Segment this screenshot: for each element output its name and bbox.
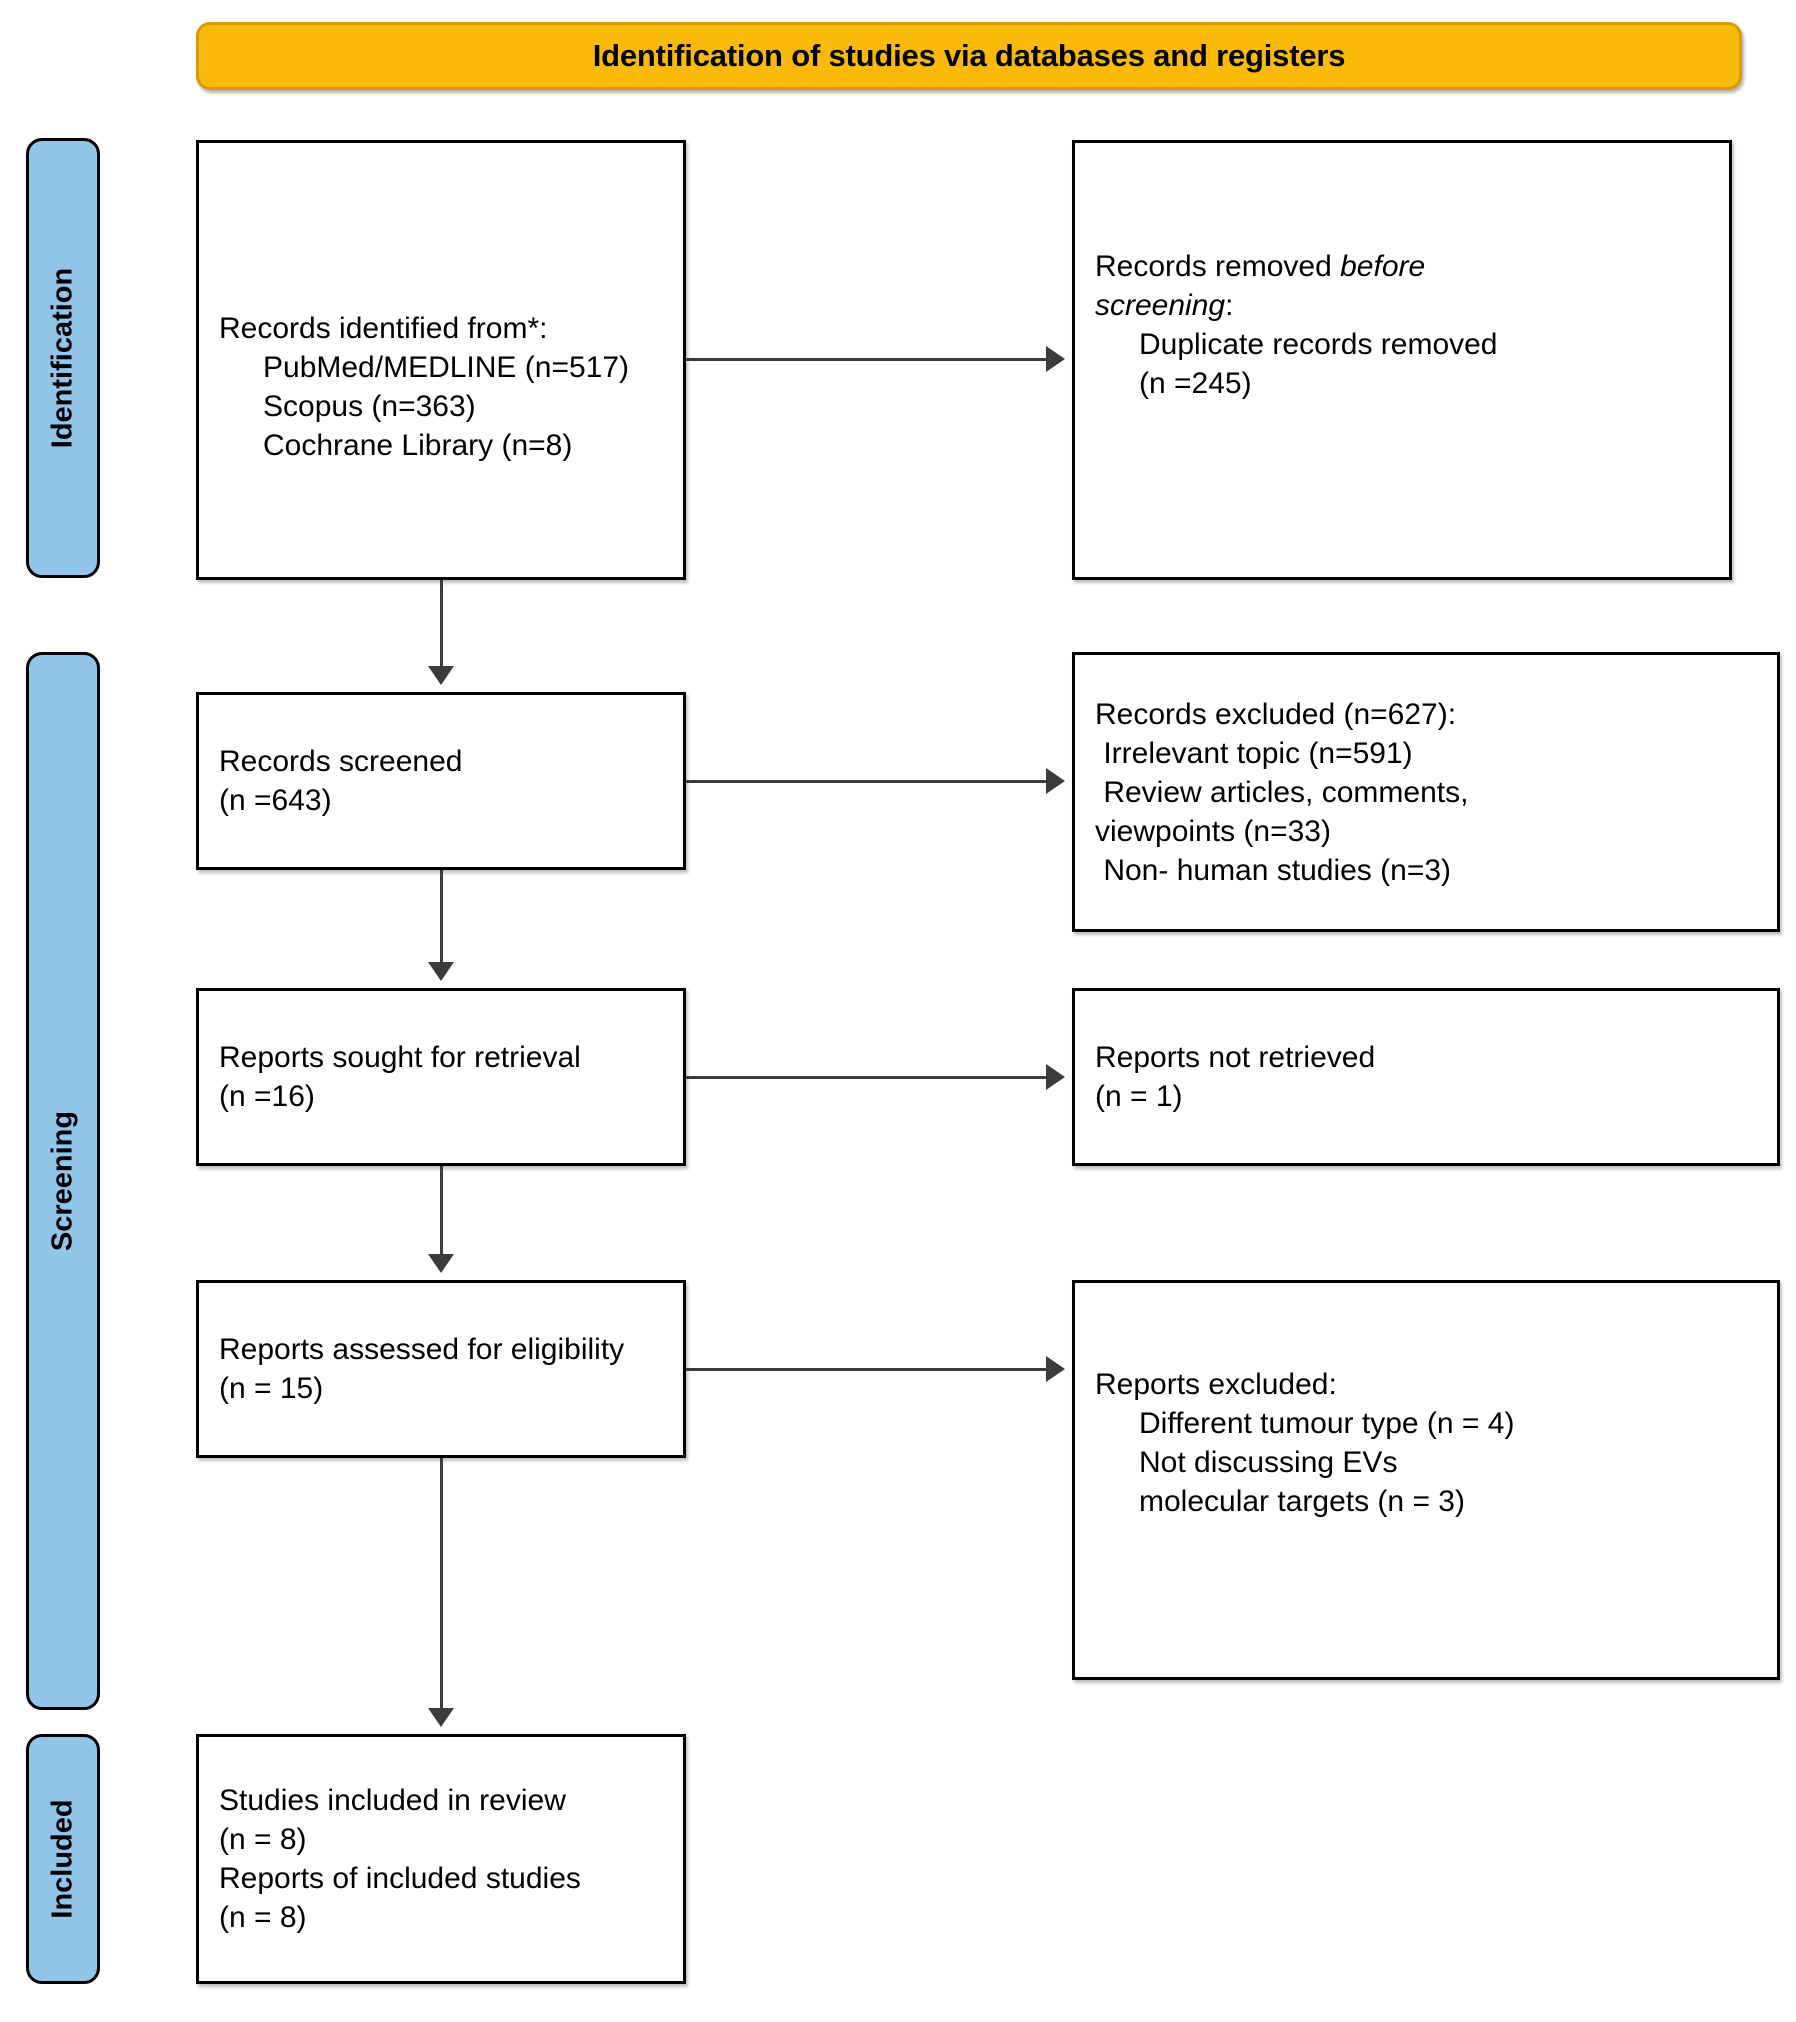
reports-not-retrieved-line-2: (n = 1)	[1095, 1080, 1183, 1113]
stage-label-screening-text: Screening	[46, 1110, 79, 1252]
records-screened-line-2: (n =643)	[219, 784, 332, 817]
records-removed-line-1: Records removed before	[1095, 247, 1709, 286]
stage-label-included: Included	[26, 1734, 100, 1984]
box-reports-sought-for-retrieval: Reports sought for retrieval (n =16)	[196, 988, 686, 1166]
stage-label-screening: Screening	[26, 652, 100, 1710]
records-removed-line-2: screening:	[1095, 286, 1709, 325]
reports-not-retrieved-line-1: Reports not retrieved	[1095, 1041, 1376, 1074]
stage-label-identification: Identification	[26, 138, 100, 578]
records-identified-line-3: Scopus (n=363)	[263, 390, 476, 423]
arrowhead-right-to-reports-excluded	[1046, 1356, 1065, 1382]
arrowhead-down-to-screened	[428, 666, 454, 685]
records-identified-line-1: Records identified from*:	[219, 312, 548, 345]
records-identified-line-4: Cochrane Library (n=8)	[263, 429, 573, 462]
box-records-screened: Records screened (n =643)	[196, 692, 686, 870]
box-reports-not-retrieved: Reports not retrieved (n = 1)	[1072, 988, 1780, 1166]
reports-excluded-line-2: Different tumour type (n = 4)	[1139, 1407, 1515, 1440]
arrowhead-right-to-records-excluded	[1046, 768, 1065, 794]
records-excluded-line-1: Records excluded (n=627):	[1095, 697, 1457, 731]
reports-sought-line-1: Reports sought for retrieval	[219, 1041, 581, 1074]
connector-assessed-to-included	[440, 1458, 443, 1712]
studies-included-line-2: (n = 8)	[219, 1823, 307, 1856]
connector-screened-to-records-excluded	[686, 780, 1052, 783]
records-removed-line-4: (n =245)	[1139, 367, 1252, 400]
box-records-identified: Records identified from*: PubMed/MEDLINE…	[196, 140, 686, 580]
diagram-title: Identification of studies via databases …	[592, 37, 1346, 73]
box-records-removed-before-screening: Records removed before screening: Duplic…	[1072, 140, 1732, 580]
records-removed-line-2-post: :	[1225, 289, 1234, 322]
connector-sought-to-assessed	[440, 1166, 443, 1258]
reports-assessed-line-1: Reports assessed for eligibility	[219, 1333, 625, 1366]
records-excluded-line-4: viewpoints (n=33)	[1095, 814, 1331, 848]
connector-screened-to-sought	[440, 870, 443, 966]
connector-sought-to-not-retrieved	[686, 1076, 1052, 1079]
arrowhead-down-to-included	[428, 1708, 454, 1727]
records-removed-line-2-italic: screening	[1095, 289, 1226, 322]
records-identified-line-2: PubMed/MEDLINE (n=517)	[263, 351, 630, 384]
records-excluded-line-2: Irrelevant topic (n=591)	[1095, 736, 1413, 770]
reports-assessed-line-2: (n = 15)	[219, 1372, 324, 1405]
records-removed-line-1-pre: Records removed	[1095, 250, 1341, 283]
connector-assessed-to-reports-excluded	[686, 1368, 1052, 1371]
reports-excluded-line-3: Not discussing EVs	[1139, 1446, 1398, 1479]
arrowhead-right-to-not-retrieved	[1046, 1064, 1065, 1090]
box-reports-assessed-for-eligibility: Reports assessed for eligibility (n = 15…	[196, 1280, 686, 1458]
stage-label-included-text: Included	[46, 1799, 79, 1919]
studies-included-line-4: (n = 8)	[219, 1901, 307, 1934]
studies-included-line-3: Reports of included studies	[219, 1862, 581, 1895]
box-records-excluded: Records excluded (n=627): Irrelevant top…	[1072, 652, 1780, 932]
reports-excluded-line-4: molecular targets (n = 3)	[1139, 1485, 1465, 1518]
connector-identified-to-removed	[686, 358, 1052, 361]
records-excluded-line-5: Non- human studies (n=3)	[1095, 853, 1452, 887]
arrowhead-down-to-assessed	[428, 1254, 454, 1273]
arrowhead-down-to-sought	[428, 962, 454, 981]
box-reports-excluded: Reports excluded: Different tumour type …	[1072, 1280, 1780, 1680]
records-excluded-line-3: Review articles, comments,	[1095, 775, 1469, 809]
records-screened-line-1: Records screened	[219, 745, 463, 778]
reports-excluded-line-1: Reports excluded:	[1095, 1368, 1337, 1401]
records-removed-line-1-italic: before	[1340, 250, 1426, 283]
studies-included-line-1: Studies included in review	[219, 1784, 566, 1817]
stage-label-identification-text: Identification	[46, 267, 79, 449]
box-studies-included: Studies included in review (n = 8) Repor…	[196, 1734, 686, 1984]
diagram-header-banner: Identification of studies via databases …	[196, 22, 1742, 90]
records-removed-line-3: Duplicate records removed	[1139, 328, 1498, 361]
arrowhead-right-to-removed	[1046, 346, 1065, 372]
reports-sought-line-2: (n =16)	[219, 1080, 315, 1113]
connector-identified-to-screened	[440, 580, 443, 672]
